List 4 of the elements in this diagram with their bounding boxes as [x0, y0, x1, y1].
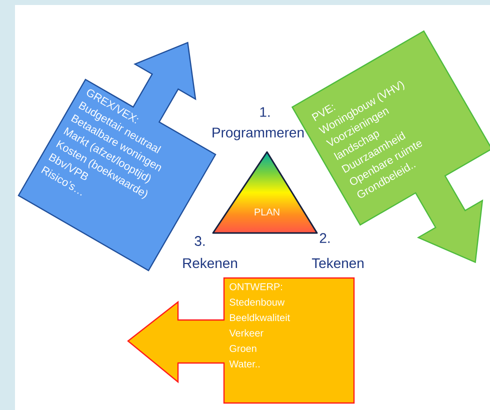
arrow-callout: ONTWERP: Stedenbouw Beeldkwaliteit Verkeer Groen Water..	[127, 277, 355, 404]
step-label: 1.	[260, 107, 270, 117]
step-label: 3.	[194, 236, 205, 246]
step-label: 2.	[320, 233, 330, 243]
